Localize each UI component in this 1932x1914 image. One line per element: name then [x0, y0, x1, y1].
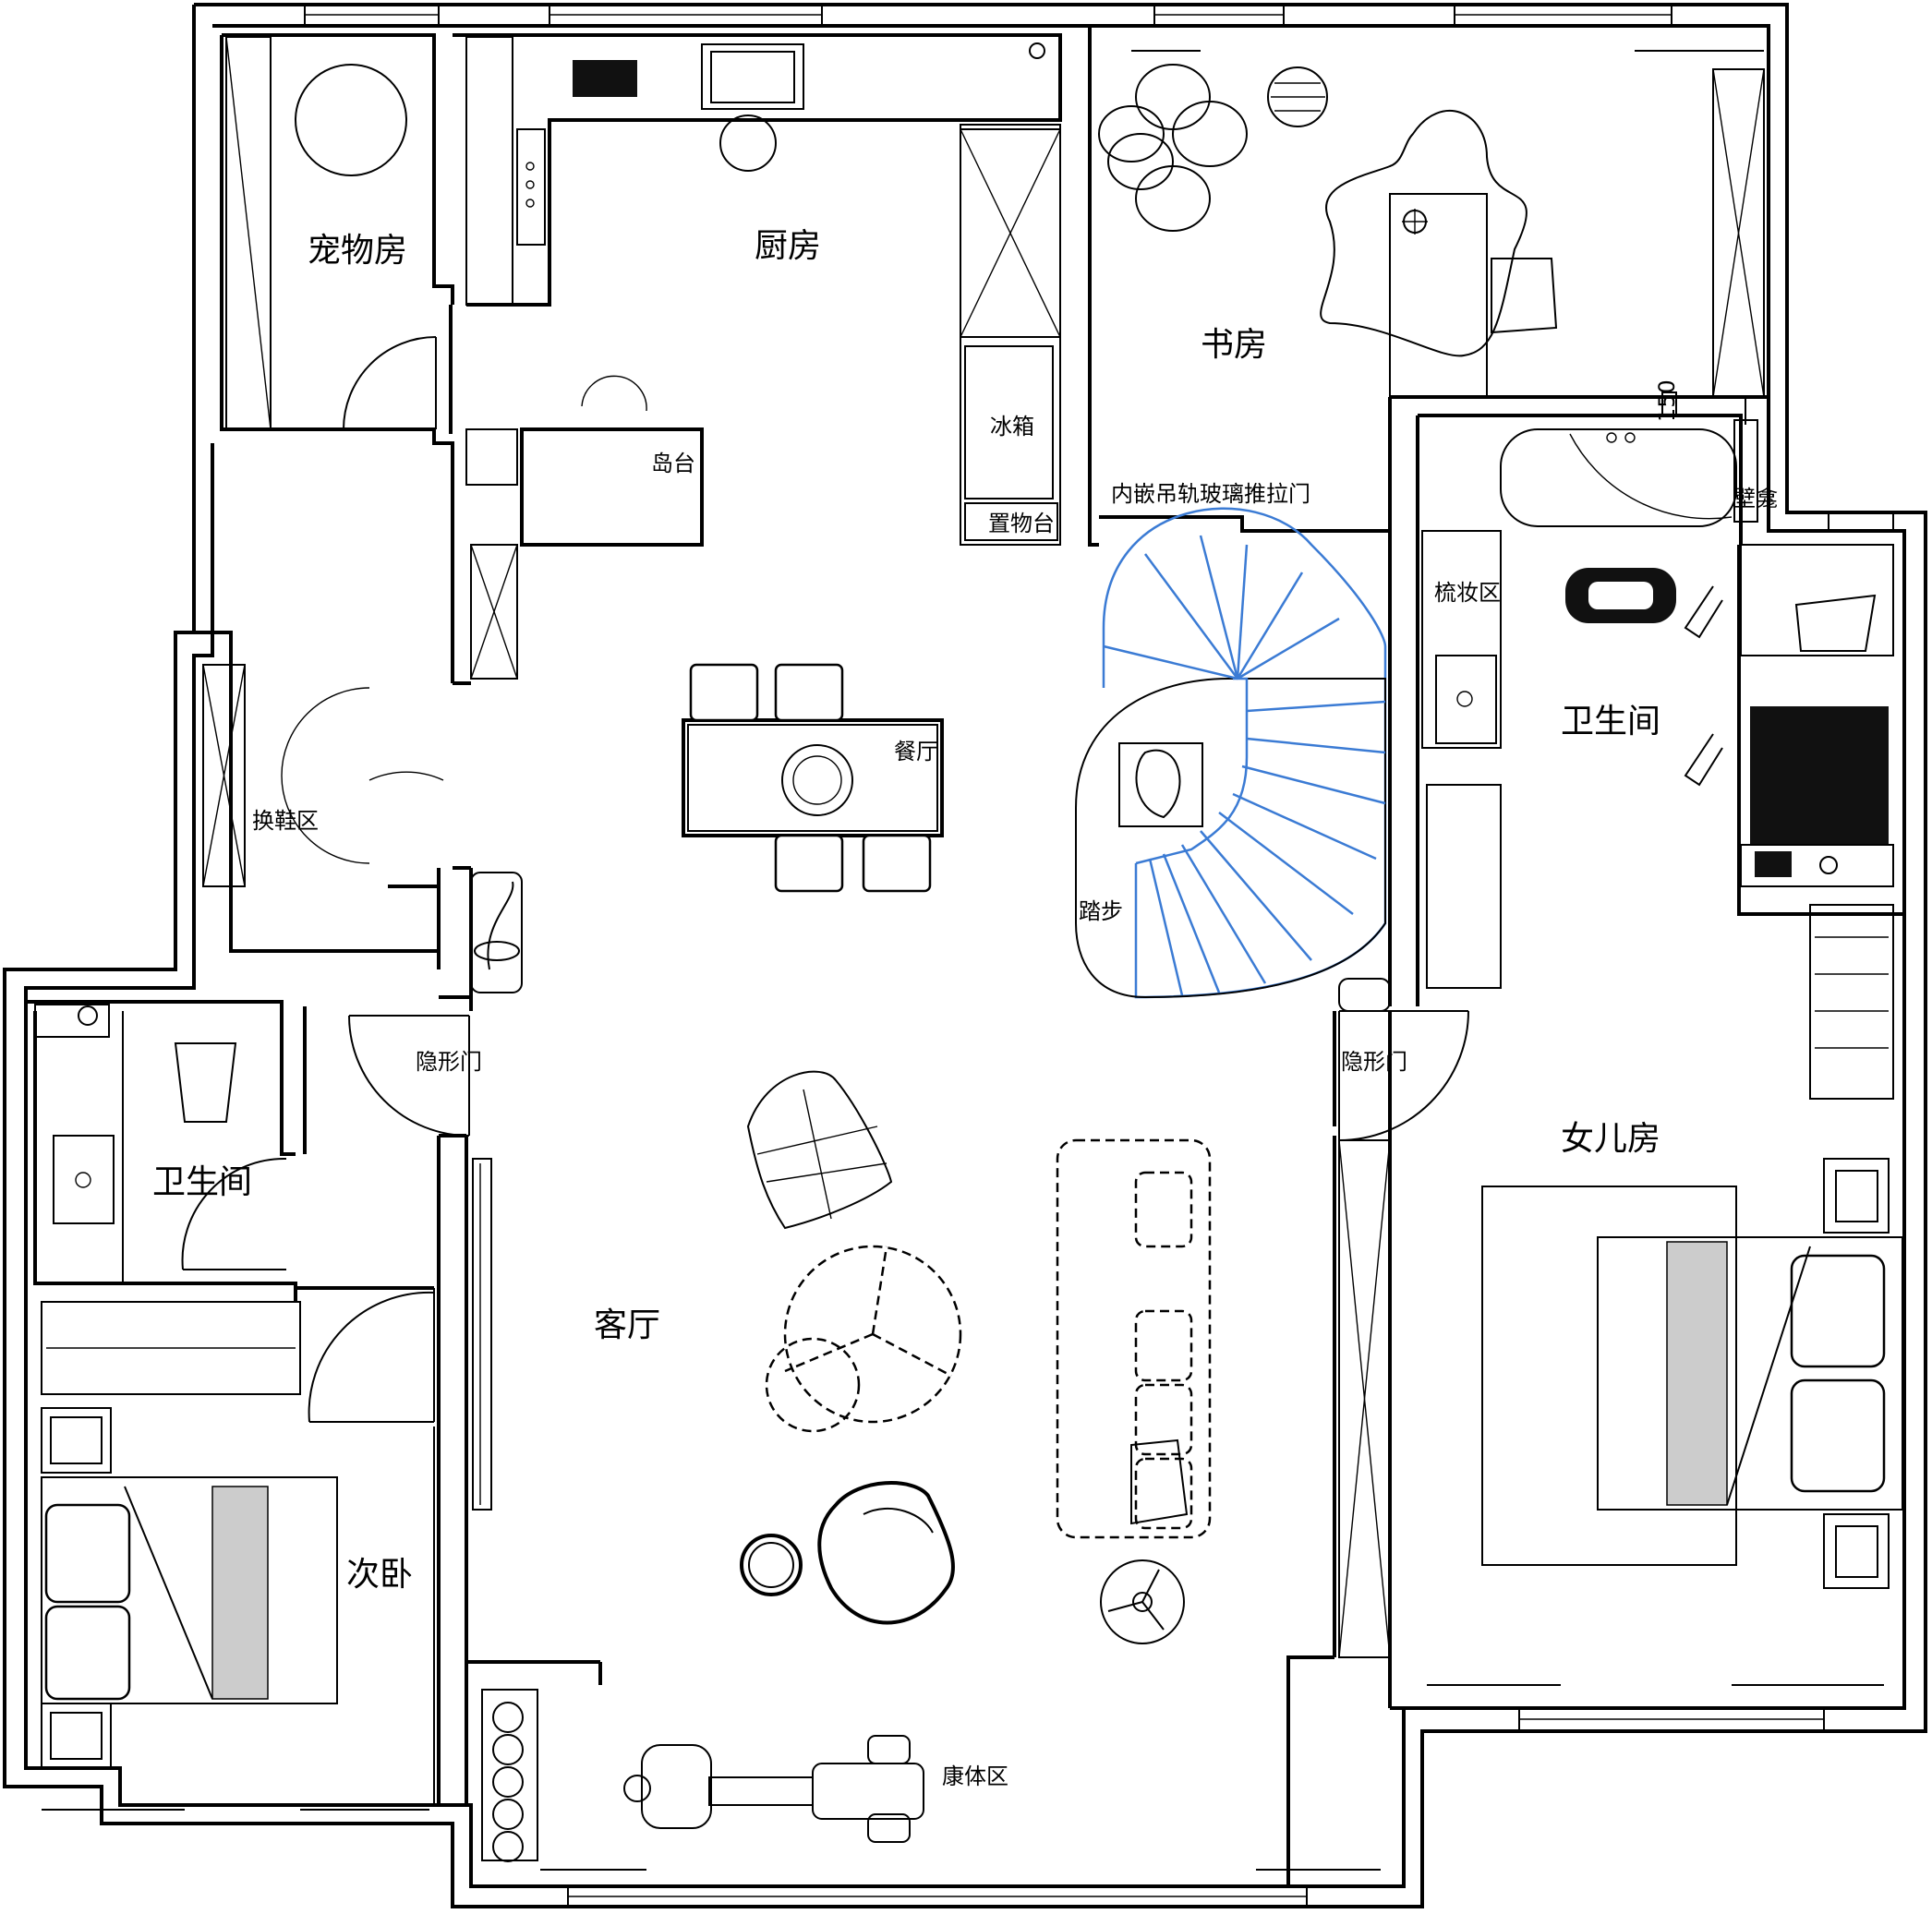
dining: [682, 663, 944, 893]
coffee-table: [765, 1245, 962, 1433]
label-island: 岛台: [651, 451, 695, 476]
sofa: [1056, 1138, 1212, 1539]
outer-walls: [3, 3, 1927, 1908]
bathroom-master: [1421, 391, 1894, 989]
lounge-recliner: [746, 1070, 893, 1230]
label-hidden-door-left: 隐形门: [416, 1049, 482, 1075]
bathroom-second: [34, 1004, 287, 1270]
label-bathroom-master: 卫生间: [1561, 703, 1660, 740]
pet-room: [225, 36, 437, 430]
fitness-area: [481, 1689, 924, 1862]
label-dining: 餐厅: [894, 739, 938, 764]
radiators: [42, 50, 1884, 1871]
label-shoe-area: 换鞋区: [252, 808, 319, 834]
label-daughter-room: 女儿房: [1561, 1120, 1660, 1158]
armchair: [817, 1481, 955, 1625]
living-room: [472, 1070, 1212, 1644]
spiral-stair: [1075, 507, 1387, 999]
exercise-machine: [623, 1735, 924, 1843]
label-dimension: 150: [1654, 379, 1680, 422]
lounge-chair: [1098, 64, 1328, 232]
study: [1098, 64, 1765, 398]
kitchen: [465, 42, 1061, 680]
shoe-area: [202, 664, 523, 993]
label-fridge: 冰箱: [990, 414, 1034, 439]
label-storage-counter: 置物台: [988, 511, 1055, 536]
label-bathroom-second: 卫生间: [152, 1163, 252, 1201]
daughter-room: [1338, 904, 1903, 1658]
label-fitness-area: 康体区: [942, 1764, 1008, 1789]
interior-walls: [26, 26, 1902, 1886]
label-wall-tag: 壁龛: [1733, 486, 1778, 512]
hidden-doors: [348, 978, 1469, 1141]
label-pet-room: 宠物房: [308, 232, 407, 270]
label-dressing-area: 梳妆区: [1434, 580, 1501, 606]
label-sliding-door: 内嵌吊轨玻璃推拉门: [1111, 481, 1310, 507]
second-bedroom: [41, 1288, 435, 1805]
room-labels: 宠物房 厨房 书房 岛台 冰箱 置物台 内嵌吊轨玻璃推拉门 150 壁龛 梳妆区…: [152, 227, 1778, 1789]
label-study: 书房: [1201, 326, 1267, 364]
label-second-bedroom: 次卧: [346, 1556, 413, 1594]
label-kitchen: 厨房: [755, 227, 821, 265]
label-steps: 踏步: [1079, 898, 1123, 924]
label-hidden-door-right: 隐形门: [1341, 1049, 1407, 1075]
stair-treads: [1103, 535, 1386, 996]
label-living-room: 客厅: [594, 1306, 660, 1344]
